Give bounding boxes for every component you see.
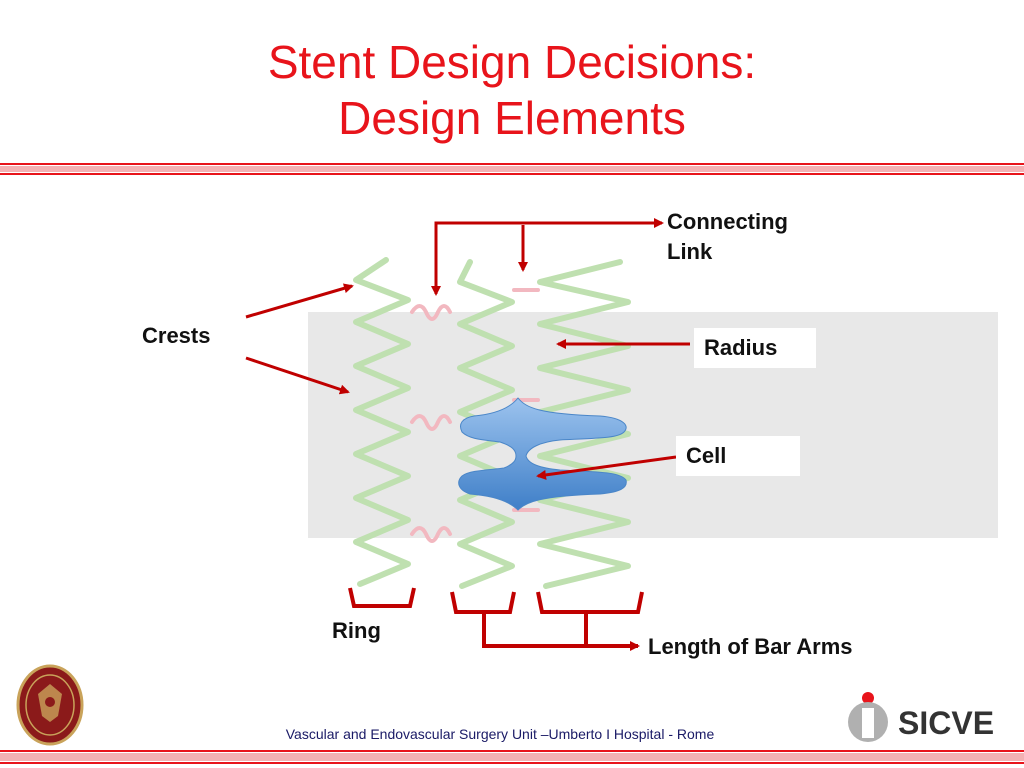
crests-arrow-lower (245, 356, 350, 395)
ring-label: Ring (332, 618, 381, 643)
title-line-1: Stent Design Decisions: (267, 36, 757, 88)
sicve-logo: SICVE (848, 692, 994, 742)
radius-label: Radius (694, 328, 816, 368)
slide-title: Stent Design Decisions: Design Elements (0, 34, 1024, 146)
ring-bracket (348, 587, 416, 608)
crests-arrow-upper (245, 283, 354, 319)
link-2 (410, 414, 452, 431)
cell-shape (458, 397, 627, 511)
cell-label: Cell (676, 436, 800, 476)
cell-arrow (536, 455, 677, 480)
connecting-link-arrow-left (431, 221, 662, 296)
footer-text: Vascular and Endovascular Surgery Unit –… (285, 726, 715, 742)
bottom-divider (0, 750, 1024, 764)
connecting-link-label-line-2: Link (667, 239, 713, 264)
ring-strut-1 (353, 257, 411, 587)
link-1 (410, 304, 452, 321)
length-of-bar-arms-label: Length of Bar Arms (648, 634, 853, 659)
crests-label: Crests (142, 323, 211, 348)
top-divider (0, 163, 1024, 175)
university-seal-logo (16, 664, 84, 746)
sicve-logo-text: SICVE (898, 705, 994, 741)
connecting-link-label-line-1: Connecting (667, 209, 788, 234)
connecting-link-label: Connecting Link (667, 207, 788, 267)
bar-arms-brackets (450, 591, 644, 648)
title-line-2: Design Elements (338, 92, 686, 144)
link-3 (410, 526, 452, 543)
watermark-panel (308, 312, 998, 538)
